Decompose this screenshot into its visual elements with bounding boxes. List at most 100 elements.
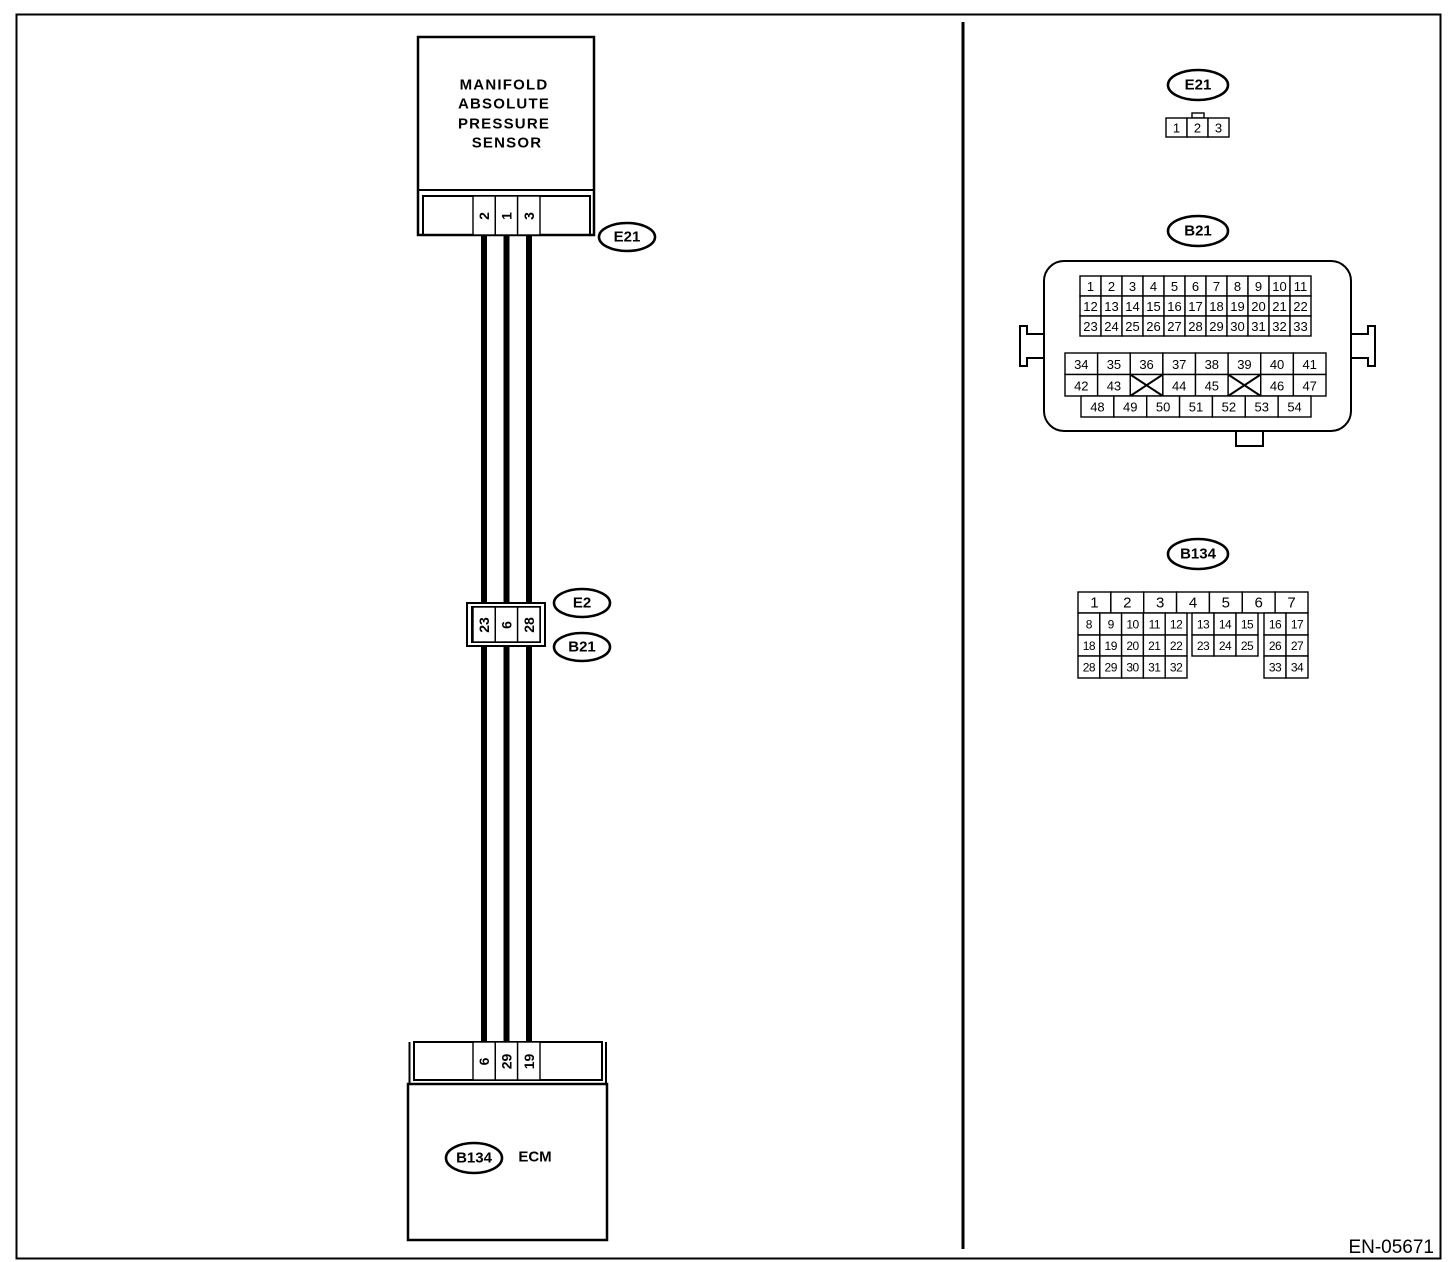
- b134-view-pin-label: 24: [1219, 639, 1232, 653]
- b21-view-pin-label: 51: [1189, 400, 1203, 415]
- figure-id: EN-05671: [1348, 1237, 1434, 1258]
- b134-view-pin-label: 3: [1156, 595, 1164, 612]
- joint-connector-tag-e2-label: E2: [573, 595, 591, 612]
- b21-view-pin-label: 29: [1209, 319, 1223, 334]
- b21-view-pin-label: 50: [1156, 400, 1170, 415]
- sensor-pin-label: 3: [521, 212, 537, 220]
- b21-view-pin-label: 53: [1254, 400, 1268, 415]
- sensor-pin-label: 1: [498, 212, 514, 220]
- connector-view-b21-tag: [1166, 214, 1230, 248]
- b21-view-pin-label: 36: [1139, 357, 1153, 372]
- b21-view-pin-label: 21: [1272, 299, 1286, 314]
- b21-view-pin-label: 32: [1272, 319, 1286, 334]
- b21-view-pin-label: 45: [1205, 378, 1219, 393]
- b21-view-pin-label: 28: [1188, 319, 1202, 334]
- connector-view-b21-tag-label: B21: [1184, 223, 1212, 240]
- sensor-name-line: SENSOR: [472, 135, 543, 152]
- b21-view-pin-label: 34: [1074, 357, 1088, 372]
- b21-view-pin-label: 52: [1222, 400, 1236, 415]
- connector-view-b21-housing: [1043, 260, 1352, 432]
- b134-view-pin-label: 20: [1126, 639, 1139, 653]
- ecm-body: [406, 1082, 609, 1242]
- b21-view-pin-label: 18: [1209, 299, 1223, 314]
- joint-pin-label: 28: [521, 617, 537, 633]
- ecm-connector-tag-label: B134: [456, 1150, 493, 1167]
- b21-view-pin-label: 47: [1302, 378, 1316, 393]
- ecm-pin-label: 19: [521, 1054, 537, 1070]
- sensor-name-line: MANIFOLD: [460, 77, 549, 94]
- b134-view-pin-cell: [1235, 634, 1259, 657]
- e21-view-pin-label: 1: [1173, 121, 1180, 136]
- b21-view-pin-label: 30: [1230, 319, 1244, 334]
- sensor-connector-tag-label: E21: [614, 229, 641, 246]
- b21-view-pin-label: 35: [1107, 357, 1121, 372]
- b21-view-pin-label: 16: [1167, 299, 1181, 314]
- b21-view-pin-label: 7: [1213, 279, 1220, 294]
- b134-view-pin-label: 8: [1086, 618, 1093, 632]
- b134-view-pin-label: 6: [1255, 595, 1263, 612]
- connector-view-b134-tag: [1166, 537, 1230, 571]
- b21-view-pin-label: 39: [1237, 357, 1251, 372]
- connector-view-e21-tag: [1166, 68, 1230, 102]
- b21-view-pin-label: 15: [1146, 299, 1160, 314]
- b21-view-pin-label: 44: [1172, 378, 1186, 393]
- joint-connector-housing: [466, 602, 546, 647]
- b21-view-pin-label: 14: [1125, 299, 1139, 314]
- b21-view-pin-label: 4: [1150, 279, 1157, 294]
- outer-frame: [15, 13, 1442, 1260]
- e21-view-pin-label: 2: [1194, 121, 1201, 136]
- b134-view-pin-label: 4: [1189, 595, 1197, 612]
- connector-view-b21-latch-left: [1019, 325, 1044, 367]
- b134-view-pin-label: 10: [1126, 618, 1139, 632]
- b21-view-pin-label: 17: [1188, 299, 1202, 314]
- e21-view-pin-cell: [1207, 117, 1230, 138]
- sensor-pin-label: 2: [476, 212, 492, 220]
- b134-view-pin-label: 22: [1170, 639, 1183, 653]
- ecm-pin-label: 6: [476, 1057, 492, 1065]
- b134-view-pin-label: 19: [1105, 639, 1118, 653]
- b134-view-pin-label: 32: [1170, 661, 1183, 675]
- b21-view-pin-label: 37: [1172, 357, 1186, 372]
- b134-view-pin-label: 1: [1090, 595, 1098, 612]
- sensor-pin-cell: [516, 195, 541, 236]
- b134-view-pin-label: 5: [1222, 595, 1230, 612]
- b21-view-pin-blocked-mark: [1227, 373, 1262, 397]
- joint-pin-label: 6: [498, 621, 514, 629]
- b134-view-pin-label: 14: [1219, 618, 1232, 632]
- wire-harness: [481, 235, 532, 1042]
- b134-view-pin-label: 31: [1148, 661, 1161, 675]
- joint-pin-label: 23: [476, 617, 492, 633]
- b134-view-pin-label: 25: [1241, 639, 1254, 653]
- joint-connector-tag-b21: [552, 631, 612, 663]
- b21-view-pin-label: 49: [1123, 400, 1137, 415]
- b134-view-pin-label: 13: [1197, 618, 1210, 632]
- b134-view-pin-label: 28: [1083, 661, 1096, 675]
- b21-view-pin-label: 31: [1251, 319, 1265, 334]
- b21-view-pin-label: 24: [1104, 319, 1118, 334]
- b134-view-pin-label: 23: [1197, 639, 1210, 653]
- b134-view-pin-label: 29: [1105, 661, 1118, 675]
- b21-view-pin-label: 23: [1083, 319, 1097, 334]
- b21-view-pin-blocked-mark: [1129, 373, 1164, 397]
- b21-view-pin-label: 33: [1293, 319, 1307, 334]
- b134-view-pin-label: 11: [1149, 618, 1161, 632]
- b21-view-pin-label: 5: [1171, 279, 1178, 294]
- b134-view-pin-label: 7: [1287, 595, 1295, 612]
- sensor-name-line: ABSOLUTE: [458, 96, 550, 113]
- sensor-name-line: PRESSURE: [458, 116, 550, 133]
- connector-view-e21-tag-label: E21: [1185, 77, 1212, 94]
- b134-view-pin-label: 30: [1126, 661, 1139, 675]
- b134-view-pin-cell: [1164, 655, 1188, 679]
- b134-view-pin-cell: [1285, 655, 1309, 679]
- b21-view-pin-label: 1: [1087, 279, 1094, 294]
- b134-view-pin-label: 26: [1269, 639, 1282, 653]
- b21-view-pin-label: 11: [1294, 279, 1308, 294]
- b134-view-pin-label: 33: [1269, 661, 1282, 675]
